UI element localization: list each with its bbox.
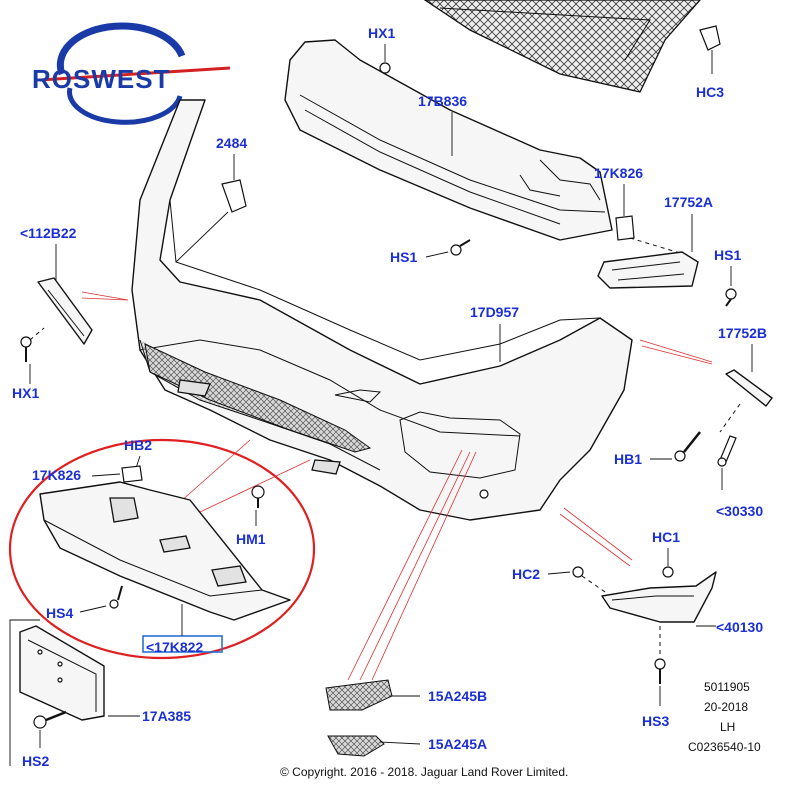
label-hb2: HB2 <box>124 437 152 453</box>
label-hx1-top: HX1 <box>368 25 395 41</box>
label-30330: <30330 <box>716 503 763 519</box>
label-hs4: HS4 <box>46 605 73 621</box>
hc1-clip <box>662 566 674 578</box>
label-hc1: HC1 <box>652 529 680 545</box>
highlight-box-17k822 <box>142 635 223 653</box>
label-17752b: 17752B <box>718 325 767 341</box>
bumper-cover-17d957-part <box>131 99 633 521</box>
label-hs1-left: HS1 <box>390 249 417 265</box>
bumper-beam-17b836-part <box>284 39 613 241</box>
hs1-left-screw <box>450 239 471 256</box>
bracket-112b22-part <box>37 277 93 345</box>
hb1-bolt <box>674 431 701 462</box>
meta-year-range: 20-2018 <box>704 700 748 714</box>
label-hx1-left: HX1 <box>12 385 39 401</box>
label-hs2: HS2 <box>22 753 49 769</box>
meta-part-number: 5011905 <box>704 680 750 694</box>
label-17k822: <17K822 <box>146 639 203 655</box>
hs4-screw <box>109 585 123 609</box>
label-40130: <40130 <box>716 619 763 635</box>
hc3-clip-part <box>699 25 721 51</box>
hc2-clip <box>572 566 584 578</box>
hs2-screw <box>33 710 67 729</box>
roswest-logo-icon: ROSWEST <box>32 22 231 125</box>
undertray-17k822-part <box>39 481 291 621</box>
label-hc2: HC2 <box>512 566 540 582</box>
label-hs1-right: HS1 <box>714 247 741 263</box>
meta-illustration-code: C0236540-10 <box>688 740 761 754</box>
label-hm1: HM1 <box>236 531 266 547</box>
upper-grille-part <box>423 0 701 93</box>
label-17b836: 17B836 <box>418 93 467 109</box>
label-15a245a: 15A245A <box>428 736 487 752</box>
bracket-17752a-part <box>597 251 699 289</box>
license-plate-bracket-17a385-part <box>19 625 105 721</box>
grille-insert-15a245a-part <box>327 735 385 757</box>
clip-30330-part <box>717 435 737 467</box>
label-17a385: 17A385 <box>142 708 191 724</box>
label-112b22: <112B22 <box>20 225 77 241</box>
label-hc3: HC3 <box>696 84 724 100</box>
logo-text: ROSWEST <box>32 64 170 94</box>
label-17752a: 17752A <box>664 194 713 210</box>
bracket-40130-part <box>601 571 717 623</box>
copyright-notice: © Copyright. 2016 - 2018. Jaguar Land Ro… <box>280 765 568 779</box>
label-17k826-low: 17K826 <box>32 467 81 483</box>
label-15a245b: 15A245B <box>428 688 487 704</box>
hm1-screw <box>251 485 265 508</box>
bracket-17752b-part <box>725 369 773 407</box>
grille-insert-15a245b-part <box>325 679 393 711</box>
badge-bracket-2484-part <box>221 179 247 213</box>
label-17d957: 17D957 <box>470 304 519 320</box>
hb2-clip <box>121 465 143 483</box>
label-hs3: HS3 <box>642 713 669 729</box>
meta-side: LH <box>720 720 735 734</box>
bracket-17k826-top-part <box>615 215 635 241</box>
label-2484: 2484 <box>216 135 247 151</box>
hs3-screw <box>654 658 666 684</box>
highlight-circle <box>8 438 316 660</box>
label-hb1: HB1 <box>614 451 642 467</box>
hx1-left-fastener <box>20 336 32 362</box>
hs1-right-screw <box>725 288 737 307</box>
label-17k826-top: 17K826 <box>594 165 643 181</box>
